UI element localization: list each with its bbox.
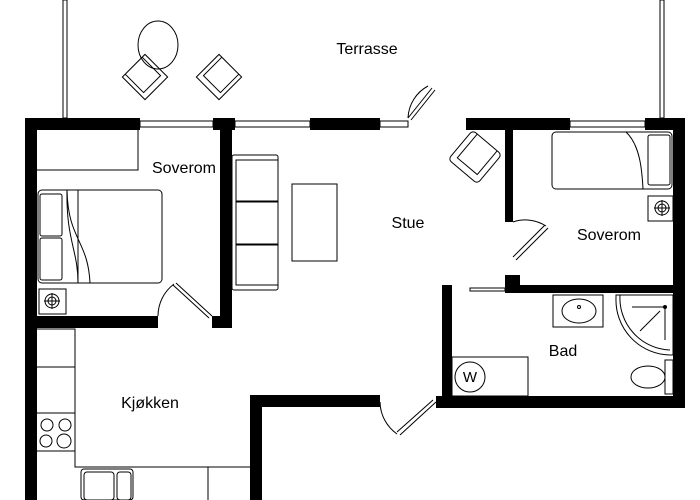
room-label-kitchen: Kjøkken (121, 395, 179, 412)
wardrobe (37, 130, 139, 171)
terrace-chair-left (121, 53, 169, 101)
kitchen-sink (80, 468, 134, 500)
terrace-chair-right (195, 53, 243, 101)
room-label-living-room: Stue (392, 215, 425, 232)
armchair (449, 131, 501, 183)
corner-shower (615, 294, 674, 356)
terrace-railing (62, 0, 665, 119)
radiator-left (38, 288, 67, 315)
coffee-table (291, 183, 338, 262)
windows (139, 120, 646, 128)
washing-machine (451, 356, 529, 397)
room-label-bedroom-left: Soverom (152, 160, 216, 177)
kitchen-counter (37, 328, 250, 500)
stove (39, 418, 72, 449)
washer-symbol: W (463, 369, 478, 386)
room-label-bedroom-right: Soverom (577, 227, 641, 244)
toilet (630, 359, 674, 395)
doors (157, 85, 549, 436)
radiator-right (647, 195, 674, 222)
double-bed (37, 189, 163, 284)
room-label-terrace: Terrasse (336, 41, 397, 58)
walls (25, 118, 685, 500)
sink (552, 294, 604, 328)
room-label-bathroom: Bad (549, 343, 577, 360)
sofa (231, 154, 279, 291)
single-bed (551, 131, 673, 190)
terrace-table (137, 20, 179, 70)
